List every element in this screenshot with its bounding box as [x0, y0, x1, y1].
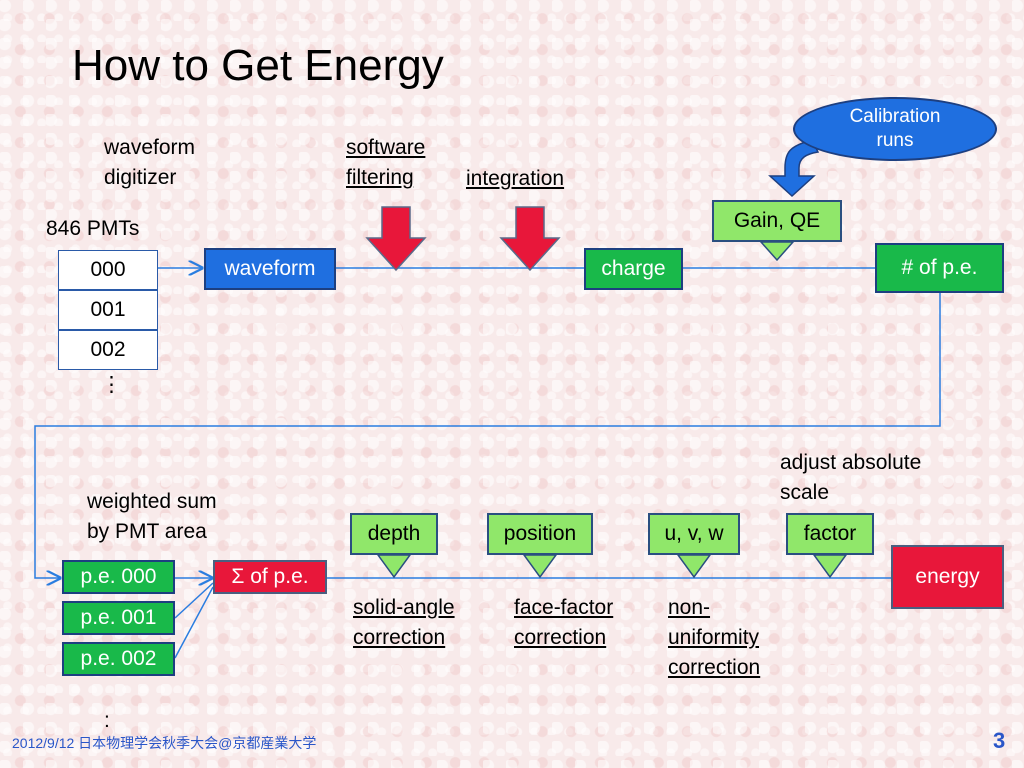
uvw-box: u, v, w	[648, 513, 740, 555]
uvw-pointer-icon	[676, 554, 712, 579]
footer-date: 2012/9/12 日本物理学会秋季大会@京都産業大学	[12, 735, 317, 751]
face-factor-label: face-factor correction	[514, 596, 614, 649]
down-arrow-icon	[365, 206, 427, 272]
pmt-ellipsis: ⋮	[101, 373, 122, 396]
charge-box: charge	[584, 248, 683, 290]
pe002-to-sum-line	[174, 586, 214, 659]
pe001-to-sum-line	[174, 582, 214, 619]
solid-angle-label: solid-angle correction	[353, 596, 455, 649]
integration-label: integration	[466, 167, 565, 190]
non-uniformity-label: non- uniformity correction	[668, 596, 761, 679]
energy-box: energy	[891, 545, 1004, 609]
pmt-channel: 001	[58, 290, 158, 330]
pe-channel: p.e. 002	[62, 642, 175, 676]
down-arrow-icon	[499, 206, 561, 272]
loop-line	[34, 293, 941, 578]
page-number: 3	[993, 728, 1006, 753]
pe-channel: p.e. 001	[62, 601, 175, 635]
weighted-sum-label: weighted sum by PMT area	[87, 490, 217, 543]
pmt-count-label: 846 PMTs	[46, 217, 140, 240]
depth-pointer-icon	[376, 554, 412, 579]
gain-qe-box: Gain, QE	[712, 200, 842, 242]
waveform-digitizer-label: waveform digitizer	[104, 136, 196, 189]
pmt-channel: 002	[58, 330, 158, 370]
gain-pointer-icon	[759, 241, 795, 262]
pe-channel: p.e. 000	[62, 560, 175, 594]
calibration-runs-ellipse: Calibration runs	[793, 97, 997, 161]
adjust-scale-label: adjust absolute scale	[780, 451, 922, 504]
factor-box: factor	[786, 513, 874, 555]
sum-pe-box: Σ of p.e.	[213, 560, 327, 594]
depth-box: depth	[350, 513, 438, 555]
num-pe-box: # of p.e.	[875, 243, 1004, 293]
pmt-channel: 000	[58, 250, 158, 290]
waveform-box: waveform	[204, 248, 336, 290]
curved-arrow-icon	[768, 139, 820, 198]
pe-ellipsis: :	[104, 709, 110, 732]
position-box: position	[487, 513, 593, 555]
position-pointer-icon	[522, 554, 558, 579]
software-filtering-label: software filtering	[346, 136, 426, 189]
page-title: How to Get Energy	[72, 41, 444, 90]
factor-pointer-icon	[812, 554, 848, 579]
